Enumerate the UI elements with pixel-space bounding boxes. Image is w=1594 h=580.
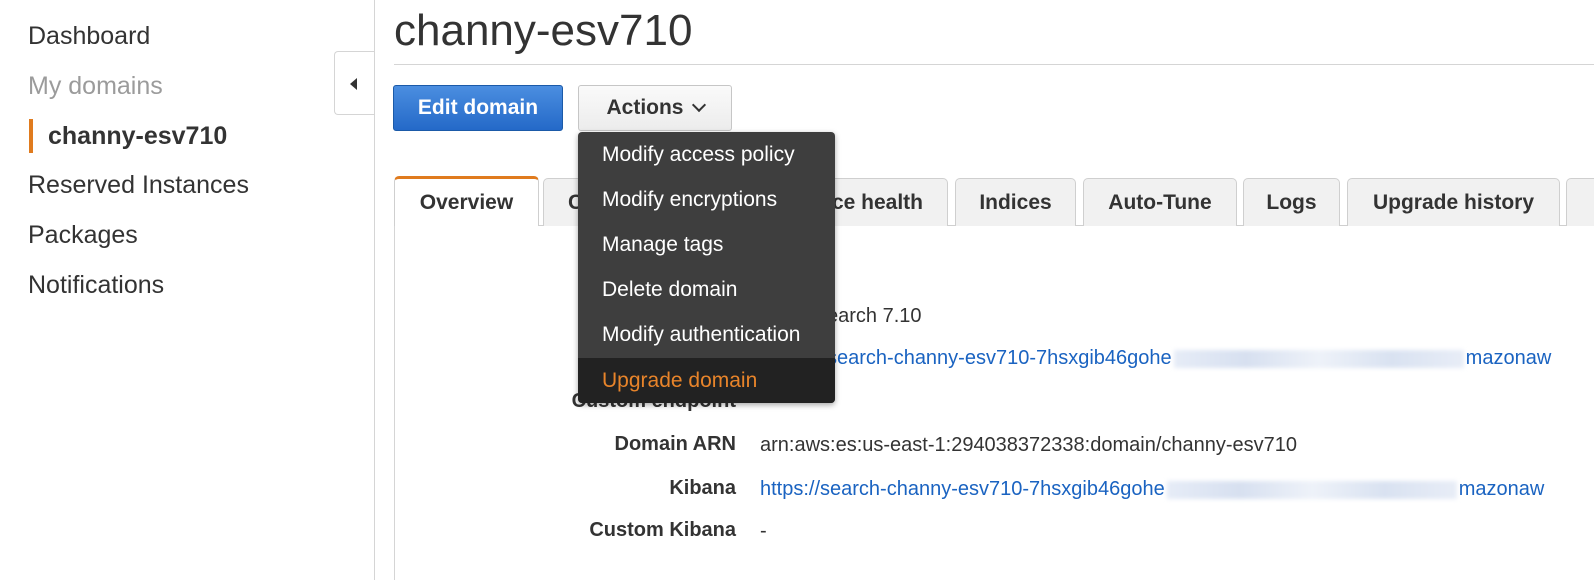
redacted-blur — [1166, 480, 1457, 499]
kibana-label: Kibana — [669, 477, 736, 499]
menu-item-delete-domain[interactable]: Delete domain — [602, 278, 738, 301]
sidebar-collapse-button[interactable] — [334, 51, 374, 115]
title-divider — [394, 64, 1594, 65]
tab-logs[interactable]: Logs — [1243, 178, 1340, 226]
version-value: earch 7.10 — [827, 305, 922, 327]
menu-item-modify-encryptions[interactable]: Modify encryptions — [602, 188, 778, 211]
endpoint-link-text: search-channy-esv710-7hsxgib46gohe — [827, 347, 1172, 369]
actions-dropdown-menu: Modify access policy Modify encryptions … — [578, 132, 835, 403]
page-title: channy-esv710 — [394, 6, 693, 55]
chevron-down-icon — [691, 97, 706, 113]
sidebar: Dashboard My domains channy-esv710 Reser… — [0, 0, 375, 580]
kibana-link-suffix: mazonaw — [1458, 478, 1545, 500]
kibana-link-text: https://search-channy-esv710-7hsxgib46go… — [760, 478, 1165, 500]
menu-item-modify-authentication[interactable]: Modify authentication — [602, 323, 801, 346]
caret-left-icon — [350, 78, 357, 90]
content-border — [394, 226, 395, 580]
sidebar-item-reserved-instances[interactable]: Reserved Instances — [28, 171, 249, 199]
sidebar-item-dashboard[interactable]: Dashboard — [28, 22, 151, 50]
sidebar-item-packages[interactable]: Packages — [28, 221, 138, 249]
menu-item-upgrade-domain[interactable]: Upgrade domain — [578, 358, 835, 403]
tab-upgrade-history[interactable]: Upgrade history — [1347, 178, 1560, 226]
endpoint-link-suffix: mazonaw — [1465, 347, 1552, 369]
kibana-link[interactable]: https://search-channy-esv710-7hsxgib46go… — [760, 478, 1544, 501]
menu-item-manage-tags[interactable]: Manage tags — [602, 233, 724, 256]
sidebar-item-my-domains[interactable]: My domains — [28, 72, 163, 100]
actions-button-label: Actions — [606, 96, 684, 119]
actions-button[interactable]: Actions — [578, 85, 732, 131]
menu-item-modify-access-policy[interactable]: Modify access policy — [602, 143, 795, 166]
custom-kibana-value: - — [760, 520, 767, 542]
domain-arn-value: arn:aws:es:us-east-1:294038372338:domain… — [760, 434, 1298, 456]
tab-overflow[interactable] — [1566, 178, 1594, 226]
redacted-blur — [1173, 349, 1464, 368]
tab-overview[interactable]: Overview — [394, 176, 539, 226]
custom-kibana-label: Custom Kibana — [589, 519, 736, 541]
tab-indices[interactable]: Indices — [955, 178, 1076, 226]
edit-domain-button[interactable]: Edit domain — [393, 85, 563, 131]
endpoint-link[interactable]: search-channy-esv710-7hsxgib46gohe mazona… — [827, 347, 1551, 370]
tab-auto-tune[interactable]: Auto-Tune — [1083, 178, 1237, 226]
sidebar-item-notifications[interactable]: Notifications — [28, 271, 165, 299]
domain-arn-label: Domain ARN — [614, 433, 736, 455]
sidebar-item-channy-esv710[interactable]: channy-esv710 — [29, 119, 227, 153]
